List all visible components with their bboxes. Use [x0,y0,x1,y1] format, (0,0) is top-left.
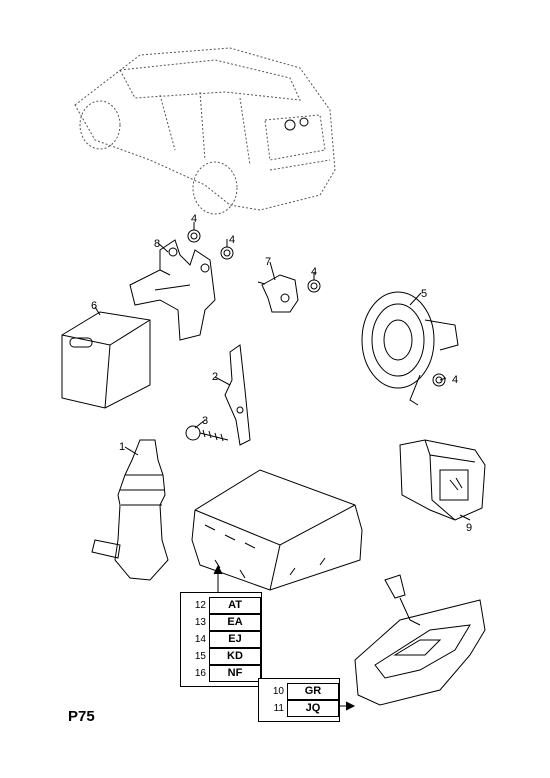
callout-4-a: 4 [191,213,197,225]
code-table-left: 12 AT 13 EA 14 EJ 15 KD 16 NF [180,592,262,687]
option-code: EJ [209,631,261,648]
table-row: 14 EJ [181,631,261,648]
callout-8: 8 [154,238,160,250]
part-9-switch [399,439,486,521]
row-number: 10 [272,686,284,697]
callout-9: 9 [466,522,472,534]
part-1-sensor [91,439,169,581]
option-code: JQ [287,700,339,717]
callout-labels: 8 4 4 4 4 7 6 5 2 3 1 9 [91,213,472,534]
callout-6: 6 [91,300,97,312]
control-unit [191,469,363,591]
option-code: AT [209,597,261,614]
table-row: 16 NF [181,665,261,682]
table-row: 13 EA [181,614,261,631]
row-number: 12 [194,600,206,611]
part-2-bracket [224,344,251,446]
option-code: KD [209,648,261,665]
callout-5: 5 [421,288,427,300]
callout-3: 3 [202,415,208,427]
part-3-screw [185,425,229,442]
leader-lines [94,222,471,711]
row-number: 11 [273,703,284,714]
part-4-nut-a [187,229,201,243]
option-code: NF [209,665,261,682]
row-number: 15 [194,651,206,662]
part-4-nut-c [307,279,321,293]
part-4-nut-b [220,246,234,260]
table-row: 15 KD [181,648,261,665]
row-number: 14 [194,634,206,645]
car-illustration [74,47,336,215]
table-row: 10 GR [259,683,339,700]
car-emblem [284,117,309,131]
row-number: 13 [194,617,206,628]
part-6-module [61,311,151,409]
part-4-nut-d [432,373,446,387]
table-row: 12 AT [181,597,261,614]
row-number: 16 [194,668,206,679]
page-code: P75 [68,708,95,725]
callout-2: 2 [212,371,218,383]
part-8-bracket [129,239,216,341]
part-5-horn [361,291,459,406]
callout-4-c: 4 [311,266,317,278]
callout-7: 7 [265,256,271,268]
callout-4-d: 4 [452,374,458,386]
part-7-clip [257,274,299,313]
table-row: 11 JQ [259,700,339,717]
callout-1: 1 [119,441,125,453]
code-table-right: 10 GR 11 JQ [258,678,340,722]
option-code: EA [209,614,261,631]
callout-4-b: 4 [229,234,235,246]
option-code: GR [287,683,339,700]
overhead-console [354,574,486,706]
